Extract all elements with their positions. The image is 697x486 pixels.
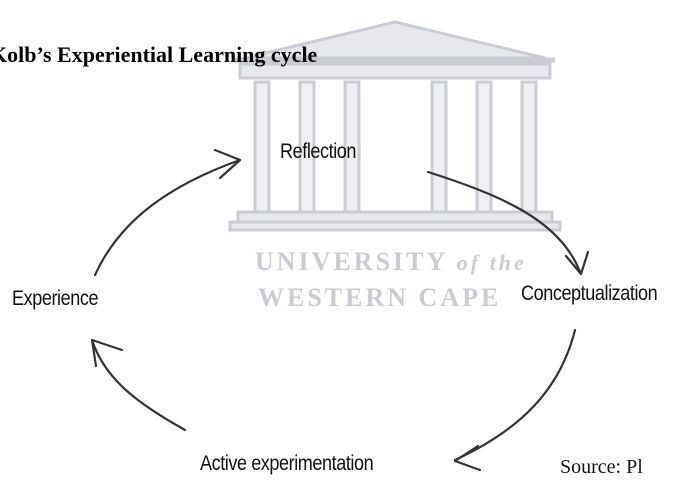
watermark-line-2: WESTERN CAPE (258, 283, 501, 312)
stage-experience: Experience (12, 287, 99, 310)
arrow-conceptualization-to-active-head (453, 444, 482, 472)
arrow-active-to-experience (90, 338, 187, 432)
watermark-line-1: UNIVERSITY of the (255, 247, 527, 276)
building-logo (228, 20, 562, 232)
arrow-active-to-experience-head (90, 338, 124, 368)
stage-reflection: Reflection (280, 140, 357, 163)
arrow-experience-to-reflection (93, 158, 242, 277)
source-note: Source: Pl (560, 456, 643, 478)
arrow-conceptualization-to-active (453, 328, 577, 462)
arrow-experience-to-reflection-head (213, 148, 242, 180)
page-title: Kolb’s Experiential Learning cycle (0, 42, 318, 67)
arrow-reflection-to-conceptualization (426, 170, 582, 274)
stage-active-experimentation: Active experimentation (200, 452, 374, 475)
stage-conceptualization: Conceptualization (521, 282, 658, 305)
arrow-reflection-to-conceptualization-head (564, 250, 590, 276)
